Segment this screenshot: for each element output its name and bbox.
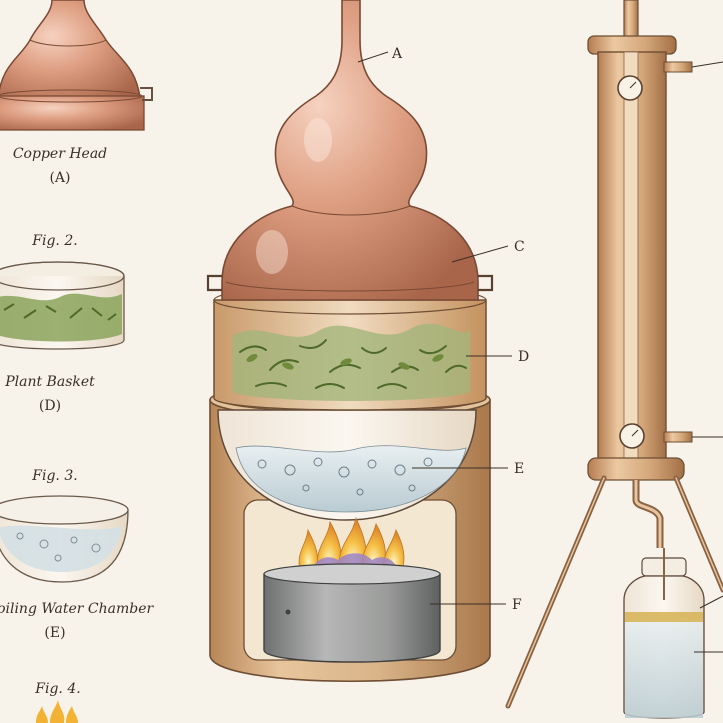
callout-c: C — [514, 239, 525, 255]
collection-jar — [623, 548, 705, 719]
callout-d: D — [518, 349, 529, 365]
fig3-caption: Boiling Water Chamber — [0, 601, 155, 617]
fig2-plant-basket — [0, 261, 125, 350]
callout-f: F — [512, 597, 522, 613]
fig1-letter: (A) — [49, 170, 70, 186]
fig3-title: Fig. 3. — [31, 468, 77, 484]
callout-e: E — [514, 461, 524, 477]
fig2-letter: (D) — [39, 398, 61, 414]
fig4-flame — [36, 700, 78, 723]
fig1-caption: Copper Head — [13, 146, 107, 162]
fig2-title: Fig. 2. — [31, 233, 77, 249]
fig1-copper-head — [0, 0, 153, 131]
alembic-still — [206, 0, 494, 682]
condenser-column — [587, 0, 723, 548]
fig3-letter: (E) — [44, 625, 65, 641]
fig3-water-chamber — [0, 495, 129, 583]
callout-a: A — [391, 46, 403, 62]
fig4-title: Fig. 4. — [34, 681, 80, 697]
jar-leaders — [694, 595, 723, 653]
fig2-caption: Plant Basket — [4, 374, 95, 390]
callout-leaders — [357, 51, 512, 605]
